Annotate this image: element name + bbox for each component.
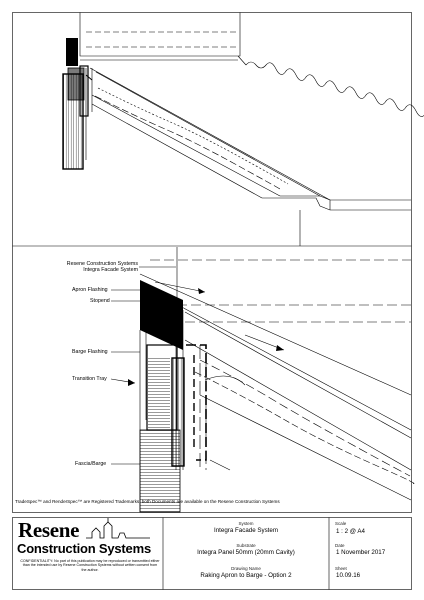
drawing-name-value: Raking Apron to Barge - Option 2 — [200, 572, 292, 579]
bottom-view-detail — [139, 247, 415, 512]
system-value: Integra Facade System — [214, 527, 278, 534]
drawing-frame — [12, 12, 412, 513]
leader-lines — [110, 266, 176, 465]
sheet-label: Sheet — [335, 566, 347, 571]
sheet-value: 10.09.16 — [336, 572, 361, 579]
trademark-note: TradeSpec™ and RenderSpec™ are Registere… — [15, 499, 280, 504]
substrate-value: Integra Panel 50mm (20mm Cavity) — [197, 549, 295, 556]
top-view-flashing — [62, 38, 93, 170]
label-barge-flashing: Barge Flashing — [72, 349, 108, 355]
confidentiality-note: CONFIDENTIALITY: No part of this publica… — [20, 559, 160, 572]
substrate-label: Substrate — [236, 543, 256, 548]
label-fascia-barge: Fascia/Barge — [75, 461, 107, 467]
logo-subtitle: Construction Systems — [17, 541, 151, 556]
arrow-heads — [128, 288, 284, 386]
label-transition-tray: Transition Tray — [72, 376, 107, 382]
title-block-frame — [12, 517, 412, 590]
label-apron-flashing: Apron Flashing — [72, 287, 108, 293]
date-value: 1 November 2017 — [336, 549, 386, 556]
scale-value: 1 : 2 @ A4 — [336, 528, 365, 535]
label-resene-construction-systems: Resene Construction Systems — [66, 261, 138, 267]
system-label: System — [238, 521, 254, 526]
label-stopend: Stopend — [90, 298, 110, 304]
logo-skyline-icon — [86, 518, 150, 539]
bottom-view-flashing — [139, 280, 207, 513]
logo-wordmark: Resene — [18, 518, 80, 542]
label-integra-facade-system: Integra Facade System — [83, 267, 138, 273]
drawing-name-label: Drawing Name — [231, 566, 261, 571]
top-view-detail — [79, 12, 424, 246]
scale-label: Scale — [335, 521, 347, 526]
date-label: Date — [335, 543, 345, 548]
